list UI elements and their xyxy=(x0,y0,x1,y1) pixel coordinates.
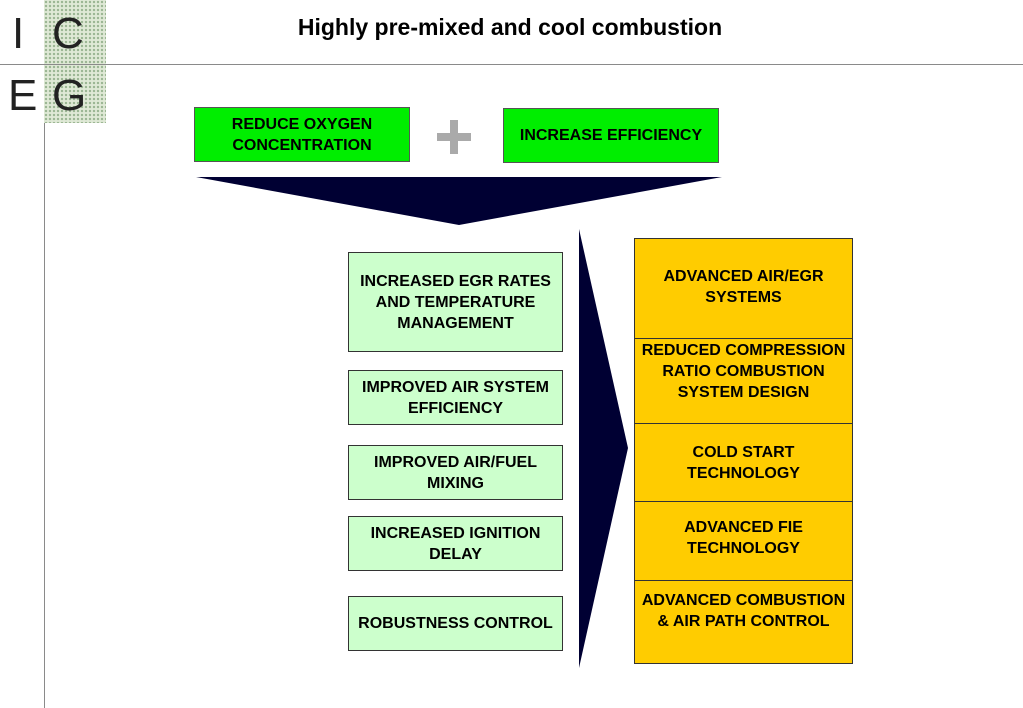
funnel-down-arrow xyxy=(196,177,722,225)
logo-letter-c: C xyxy=(52,9,84,58)
logo-letter-g: G xyxy=(52,71,87,120)
middle-box-robustness: ROBUSTNESS CONTROL xyxy=(348,596,563,651)
right-box-air-egr: ADVANCED AIR/EGR SYSTEMS xyxy=(634,238,853,339)
right-box-combustion-control: ADVANCED COMBUSTION & AIR PATH CONTROL xyxy=(634,580,853,664)
middle-box-ignition-delay: INCREASED IGNITION DELAY xyxy=(348,516,563,571)
right-box-cold-start: COLD START TECHNOLOGY xyxy=(634,423,853,502)
logo-green-block-bottom xyxy=(44,65,106,123)
right-box-fie: ADVANCED FIE TECHNOLOGY xyxy=(634,501,853,581)
logo-letter-i: I xyxy=(12,9,25,58)
logo-letter-e: E xyxy=(8,71,38,120)
middle-box-air-fuel-mixing: IMPROVED AIR/FUEL MIXING xyxy=(348,445,563,500)
increase-efficiency-box: INCREASE EFFICIENCY xyxy=(503,108,719,163)
plus-icon-vertical xyxy=(450,120,458,154)
reduce-oxygen-box: REDUCE OXYGEN CONCENTRATION xyxy=(194,107,410,162)
left-divider-line xyxy=(44,0,45,708)
page-title: Highly pre-mixed and cool combustion xyxy=(297,14,723,40)
right-box-compression-ratio: REDUCED COMPRESSION RATIO COMBUSTION SYS… xyxy=(634,338,853,424)
logo-green-block-top xyxy=(44,0,106,64)
header-divider-line xyxy=(0,64,1023,65)
middle-box-air-system: IMPROVED AIR SYSTEM EFFICIENCY xyxy=(348,370,563,425)
plus-icon xyxy=(437,120,471,154)
middle-box-egr-rates: INCREASED EGR RATES AND TEMPERATURE MANA… xyxy=(348,252,563,352)
right-pointing-arrow xyxy=(579,229,628,668)
